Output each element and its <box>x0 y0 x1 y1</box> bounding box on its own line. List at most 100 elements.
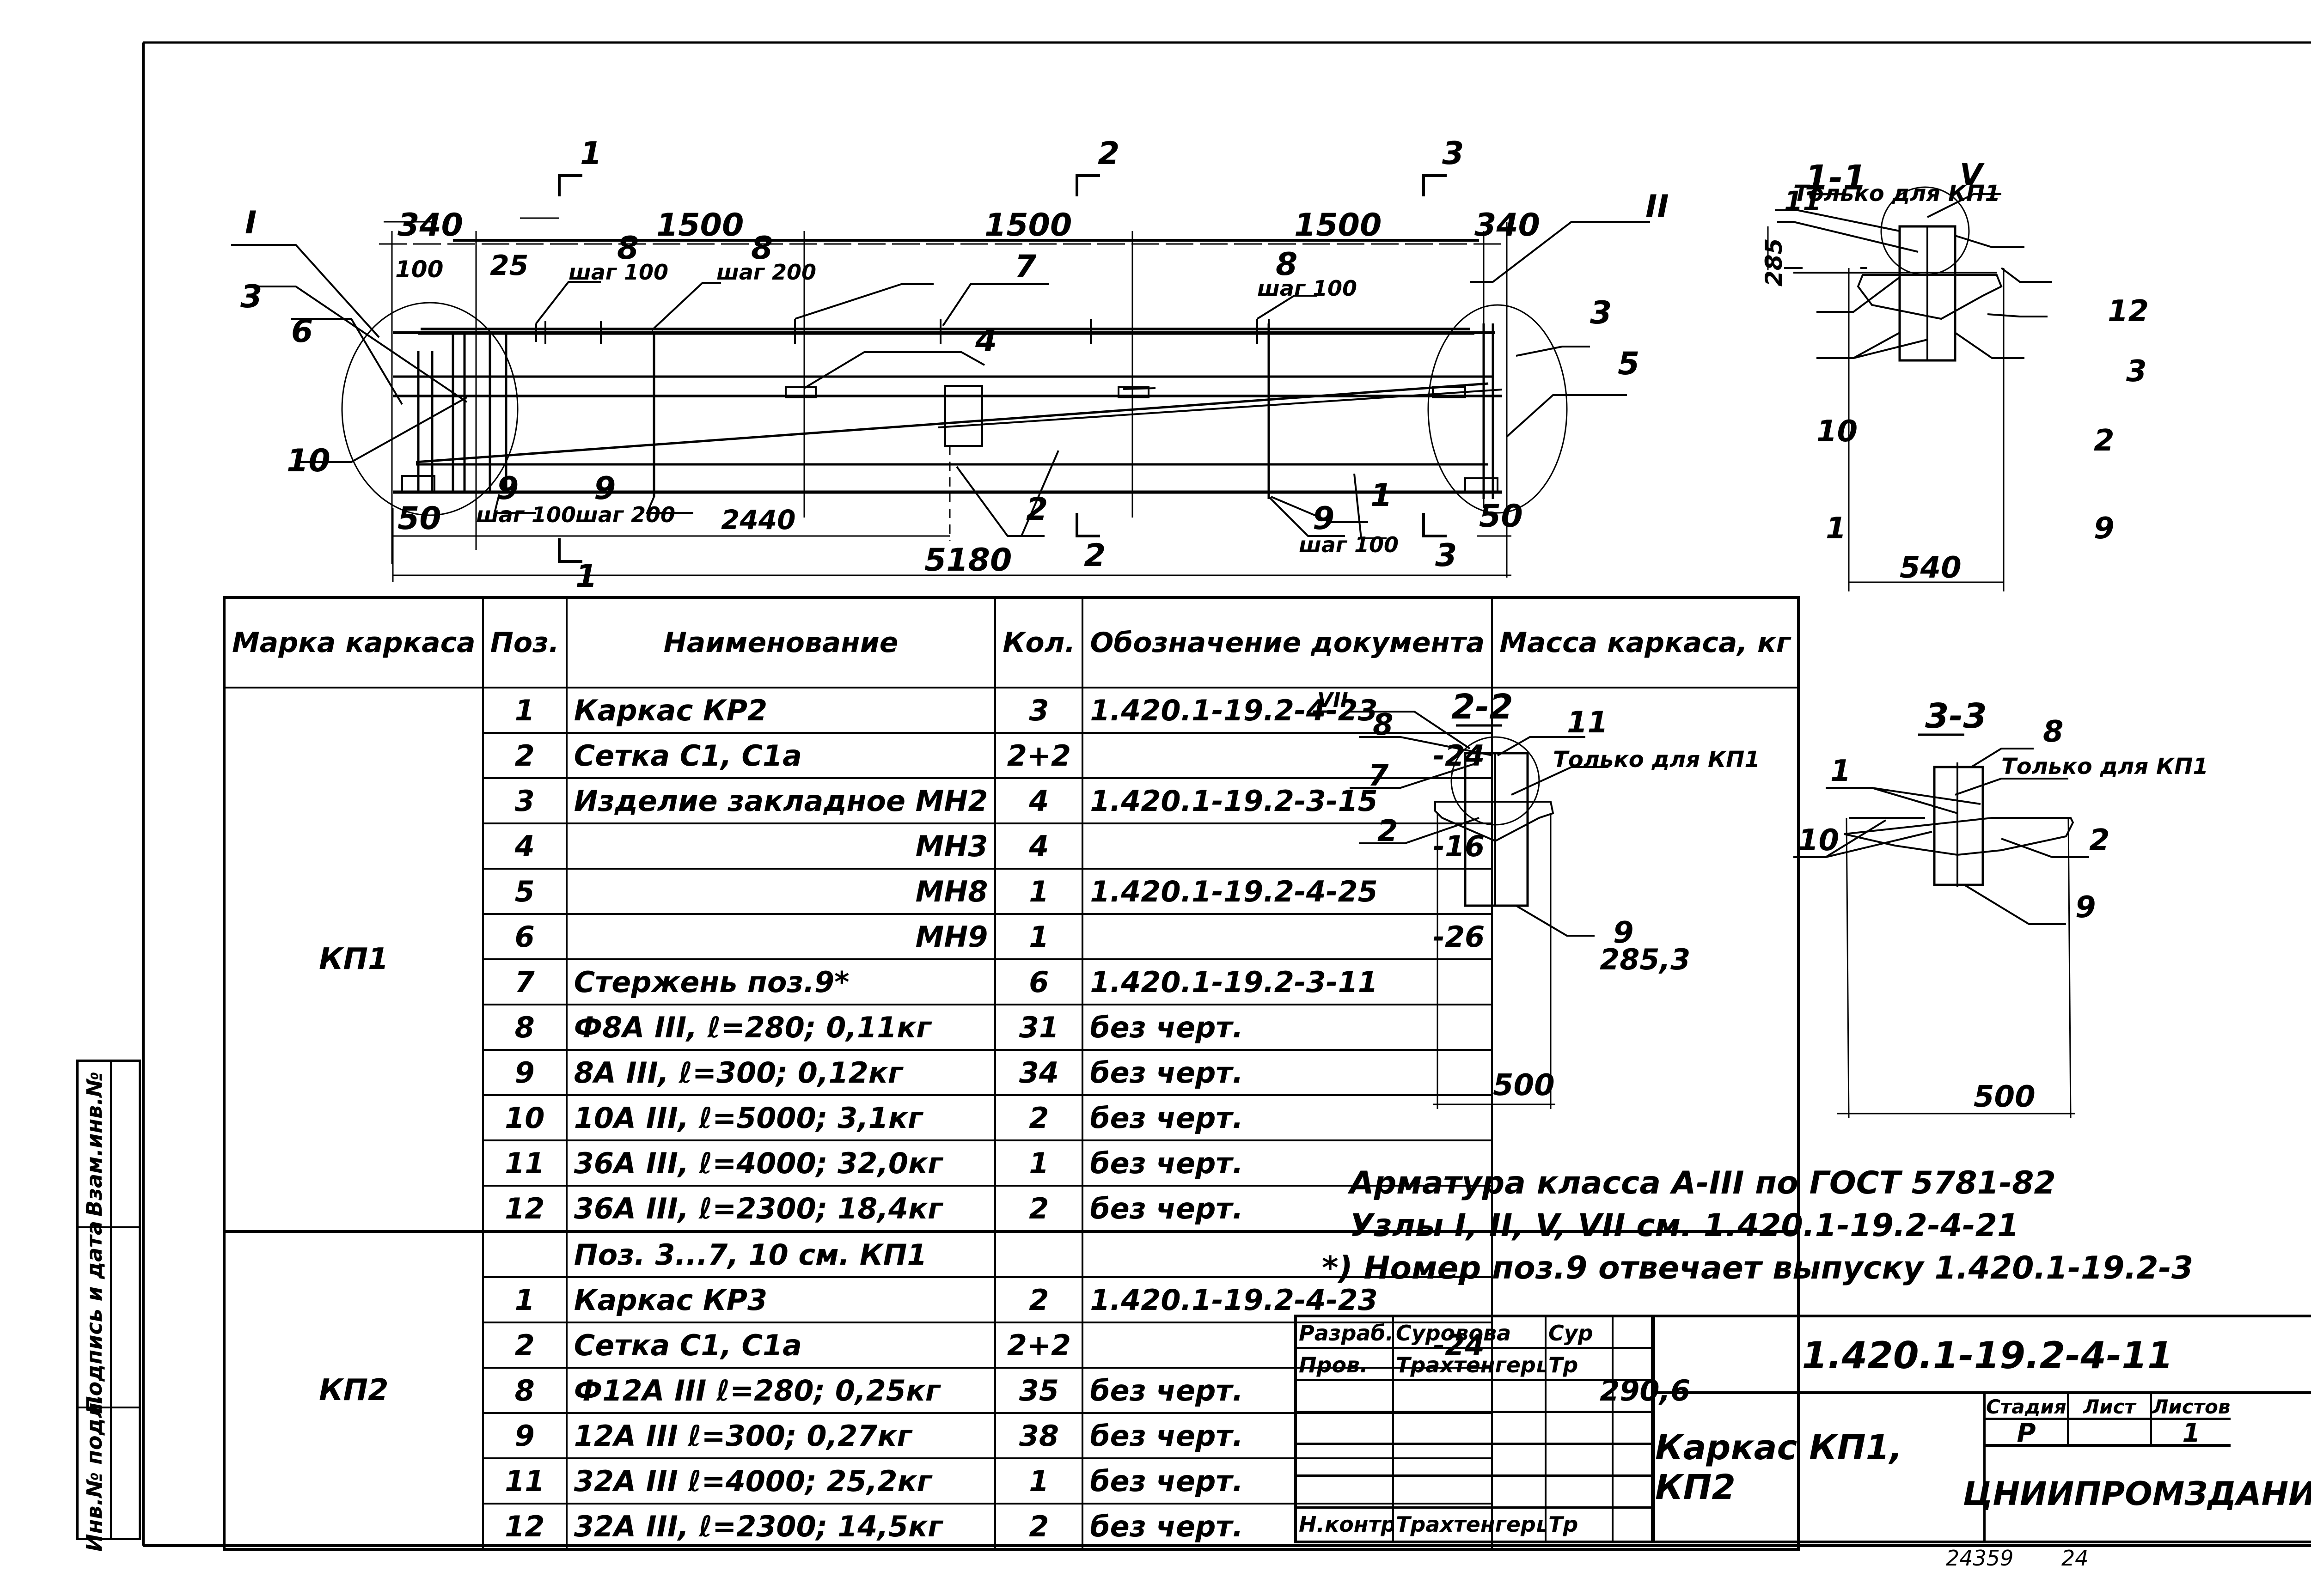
callout-9: 9 <box>2094 512 2115 546</box>
document-reference: 1.420.1-19.2-4-25 <box>1082 868 1493 915</box>
dim-1500-a: 1500 <box>656 207 744 244</box>
signature-date <box>1614 1509 1653 1541</box>
document-reference: -24 <box>1082 1322 1493 1369</box>
approval-stamp: Взам.инв.№ Подпись и дата Инв.№ подл. <box>76 1060 141 1552</box>
position-number: 2 <box>482 732 568 779</box>
header-name: Наименование <box>565 597 997 688</box>
document-reference: без черт. <box>1082 1185 1493 1232</box>
signature-role: Разраб. <box>1297 1317 1394 1347</box>
callout-8: 8 <box>1276 246 1297 283</box>
item-quantity: 1 <box>994 1139 1084 1187</box>
section-3-3-labels: 3-3 500 Только для КП1 8 1 10 2 9 <box>1798 696 2208 1114</box>
signature-name <box>1394 1381 1547 1411</box>
node-circle-II <box>1427 304 1568 514</box>
note-reinforcement-class: Арматура класса А-III по ГОСТ 5781-82 <box>1350 1165 2056 1201</box>
callout-7: 7 <box>1015 249 1037 285</box>
position-number <box>482 1230 568 1278</box>
item-name: Каркас КР3 <box>565 1276 997 1323</box>
node-label-II: II <box>1645 189 1669 225</box>
document-reference: 1.420.1-19.2-3-11 <box>1082 958 1493 1005</box>
general-notes: Арматура класса А-III по ГОСТ 5781-82 Уз… <box>1322 1162 2193 1290</box>
note-footnote-pos9: *) Номер поз.9 отвечает выпуску 1.420.1-… <box>1322 1250 2194 1286</box>
callout-3: 3 <box>2126 354 2147 389</box>
position-number: 5 <box>482 868 568 915</box>
stamp-field-signature-date <box>110 1228 141 1408</box>
callout-8-step: шаг 100 <box>1257 276 1357 301</box>
item-quantity: 1 <box>994 1457 1084 1505</box>
stage-header: Стадия <box>1986 1394 2069 1420</box>
callout-9: 9 <box>497 470 519 507</box>
signature-date <box>1614 1381 1653 1411</box>
item-name: Каркас КР2 <box>565 687 997 734</box>
item-name: 32А III, ℓ=2300; 14,5кг <box>565 1503 997 1550</box>
callout-4: 4 <box>975 323 997 359</box>
header-qty: Кол. <box>994 597 1084 688</box>
section-mark-3-top: 3 <box>1442 135 1464 172</box>
position-number: 10 <box>482 1094 568 1141</box>
drawing-title: Каркас КП1, КП2 <box>1653 1394 1986 1541</box>
callout-10: 10 <box>1816 414 1858 449</box>
node-label-I: I <box>245 205 257 241</box>
dim-2440: 2440 <box>721 504 795 536</box>
callout-1: 1 <box>1370 477 1392 514</box>
item-name: Поз. 3...7, 10 см. КП1 <box>565 1230 997 1278</box>
signature-role: Н.контр. <box>1297 1509 1394 1541</box>
document-reference: 1.420.1-19.2-4-23 <box>1082 1276 1493 1323</box>
item-name: Ф12А III ℓ=280; 0,25кг <box>565 1367 997 1414</box>
node-circle-I <box>341 302 519 516</box>
callout-8-step: шаг 100 <box>569 260 668 285</box>
section-1-1 <box>1767 186 2052 591</box>
item-quantity: 1 <box>994 913 1084 960</box>
callout-1: 1 <box>1830 754 1851 788</box>
document-reference: без черт. <box>1082 1457 1493 1505</box>
item-name: МН8 <box>565 868 997 915</box>
item-name: Сетка С1, С1а <box>565 732 997 779</box>
dim-50-right: 50 <box>1479 498 1523 535</box>
signature-row <box>1297 1445 1653 1477</box>
item-quantity: 2 <box>994 1503 1084 1550</box>
item-quantity: 2 <box>994 1276 1084 1323</box>
signature-date <box>1614 1477 1653 1506</box>
section-title-3-3: 3-3 <box>1925 696 1987 736</box>
item-quantity <box>994 1230 1084 1278</box>
section-mark-2-top: 2 <box>1098 135 1119 172</box>
item-quantity: 38 <box>994 1412 1084 1459</box>
item-quantity: 4 <box>994 822 1084 870</box>
callout-3: 3 <box>240 279 262 315</box>
position-number: 8 <box>482 1367 568 1414</box>
document-reference: без черт. <box>1082 1049 1493 1096</box>
stamp-field-inv-original <box>110 1408 141 1538</box>
document-reference: -16 <box>1082 822 1493 870</box>
callout-9: 9 <box>594 470 616 507</box>
callout-6: 6 <box>291 313 313 350</box>
section-mark-3-bottom: 3 <box>1435 537 1457 574</box>
item-quantity: 4 <box>994 777 1084 824</box>
sheet-value <box>2069 1420 2152 1447</box>
dim-1500-b: 1500 <box>984 207 1072 244</box>
item-name: МН9 <box>565 913 997 960</box>
callout-10: 10 <box>287 443 330 479</box>
signature-mark: Тр <box>1547 1349 1614 1379</box>
callout-1: 1 <box>1826 512 1846 546</box>
sheet-header: Лист <box>2069 1394 2152 1420</box>
document-reference: 1.420.1-19.2-3-15 <box>1082 777 1493 824</box>
sheets-header: Листов <box>2152 1394 2231 1420</box>
signature-mark <box>1547 1445 1614 1474</box>
callout-9-step: шаг 200 <box>575 502 675 527</box>
inventory-number: 24359 <box>1946 1546 2014 1571</box>
header-mass: Масса каркаса, кг <box>1491 597 1800 688</box>
document-reference: -26 <box>1082 913 1493 960</box>
elevation-labels: 340 1500 1500 1500 340 100 25 50 2440 51… <box>240 135 1669 595</box>
